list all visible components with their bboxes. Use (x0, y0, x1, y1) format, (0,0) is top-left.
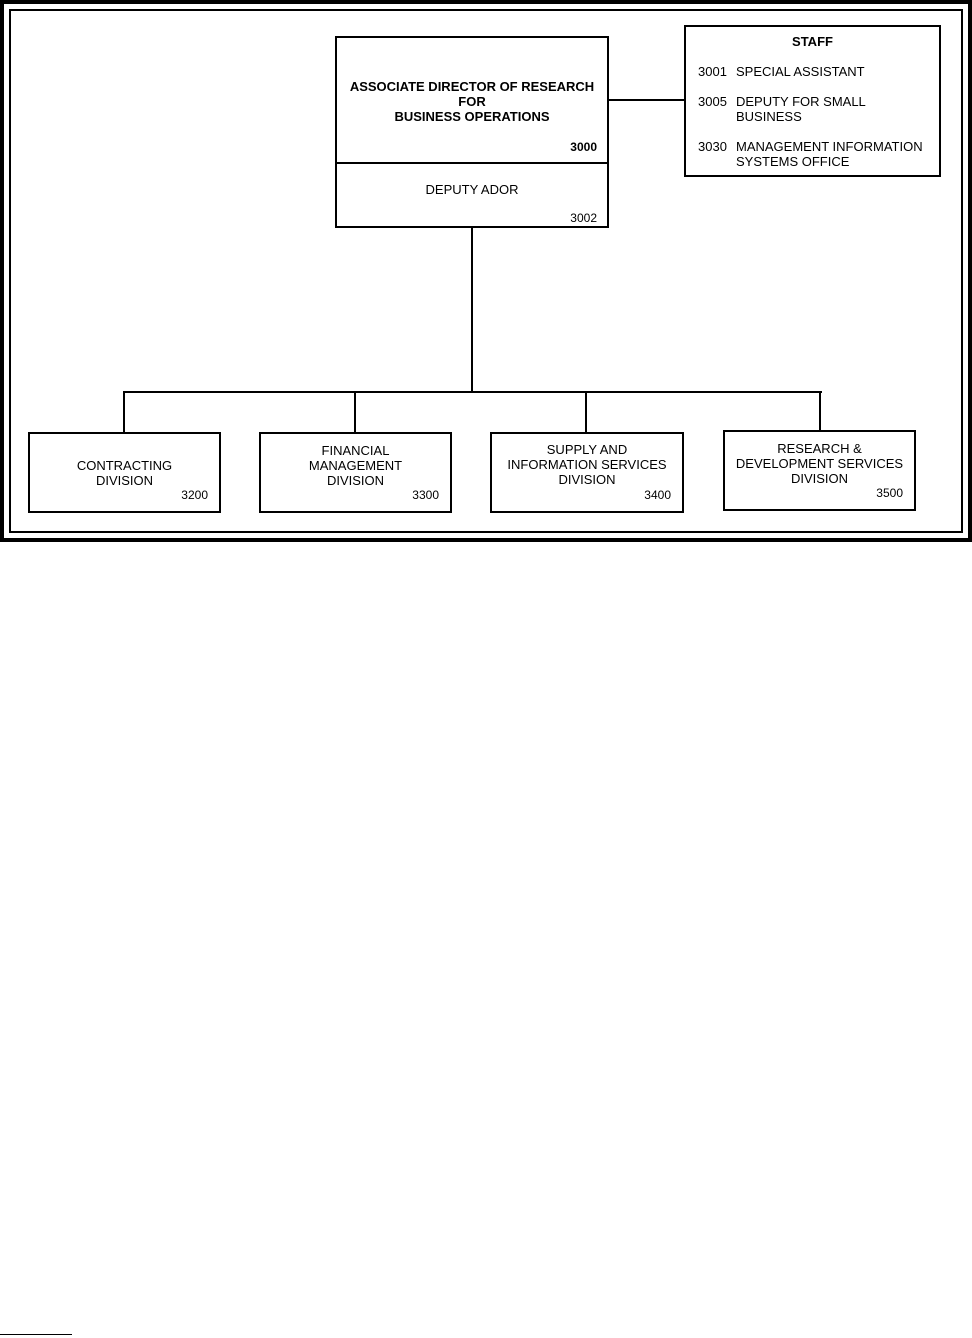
staff-item-label-line: MANAGEMENT INFORMATION (736, 139, 923, 154)
division-title-line: RESEARCH & (777, 441, 862, 456)
division-title-line: DIVISION (558, 472, 616, 487)
division-title: FINANCIAL MANAGEMENT DIVISION (261, 443, 450, 488)
division-title-line: DIVISION (95, 473, 154, 488)
division-drop-connector (585, 391, 587, 433)
division-title-line: DIVISION (326, 473, 385, 488)
division-title: SUPPLY AND INFORMATION SERVICES DIVISION (492, 442, 682, 487)
footnote-rule (0, 1334, 72, 1335)
division-title-line: FINANCIAL (321, 443, 390, 458)
staff-item-label: SPECIAL ASSISTANT (736, 64, 865, 79)
division-bus-connector (123, 391, 822, 393)
director-title: ASSOCIATE DIRECTOR OF RESEARCH FOR BUSIN… (337, 79, 607, 124)
deputy-code: 3002 (570, 211, 597, 225)
staff-item-code: 3001 (698, 64, 727, 79)
division-title-line: DEVELOPMENT SERVICES (735, 456, 904, 471)
division-drop-connector (123, 391, 125, 433)
division-title-line: DIVISION (790, 471, 849, 486)
director-title-line-2: FOR (458, 94, 486, 109)
staff-item-code: 3005 (698, 94, 727, 109)
staff-heading: STAFF (792, 34, 833, 49)
division-title: CONTRACTING DIVISION (30, 458, 219, 488)
director-code: 3000 (570, 140, 597, 154)
chart-inner-frame (9, 9, 963, 533)
division-code: 3300 (412, 488, 439, 502)
staff-item-code: 3030 (698, 139, 727, 154)
director-title-line-3: BUSINESS OPERATIONS (394, 109, 550, 124)
division-title-line: SUPPLY AND (546, 442, 628, 457)
division-box-supply-information: SUPPLY AND INFORMATION SERVICES DIVISION… (490, 432, 684, 513)
division-title: RESEARCH & DEVELOPMENT SERVICES DIVISION (725, 441, 914, 486)
staff-item-label-line: SYSTEMS OFFICE (736, 154, 850, 169)
division-box-research-development: RESEARCH & DEVELOPMENT SERVICES DIVISION… (723, 430, 916, 511)
director-title-line-1: ASSOCIATE DIRECTOR OF RESEARCH (349, 79, 595, 94)
staff-item-label-line: DEPUTY FOR SMALL (736, 94, 866, 109)
division-box-contracting: CONTRACTING DIVISION 3200 (28, 432, 221, 513)
division-title-line: CONTRACTING (76, 458, 173, 473)
staff-item-label-line: BUSINESS (736, 109, 802, 124)
staff-item: 3001 SPECIAL ASSISTANT (698, 64, 865, 79)
director-box: ASSOCIATE DIRECTOR OF RESEARCH FOR BUSIN… (335, 36, 609, 164)
division-title-line: INFORMATION SERVICES (507, 457, 667, 472)
staff-connector (609, 99, 685, 101)
deputy-box: DEPUTY ADOR 3002 (335, 162, 609, 228)
staff-item-label-line: SPECIAL ASSISTANT (736, 64, 865, 79)
staff-box: STAFF 3001 SPECIAL ASSISTANT 3005 DEPUTY F… (684, 25, 941, 177)
division-box-financial-management: FINANCIAL MANAGEMENT DIVISION 3300 (259, 432, 452, 513)
deputy-title: DEPUTY ADOR (425, 182, 519, 197)
division-code: 3400 (644, 488, 671, 502)
chart-outer-frame (0, 0, 972, 542)
division-code: 3200 (181, 488, 208, 502)
division-code: 3500 (876, 486, 903, 500)
division-drop-connector (819, 391, 821, 431)
trunk-connector (471, 228, 473, 393)
division-title-line: MANAGEMENT (308, 458, 403, 473)
division-drop-connector (354, 391, 356, 433)
